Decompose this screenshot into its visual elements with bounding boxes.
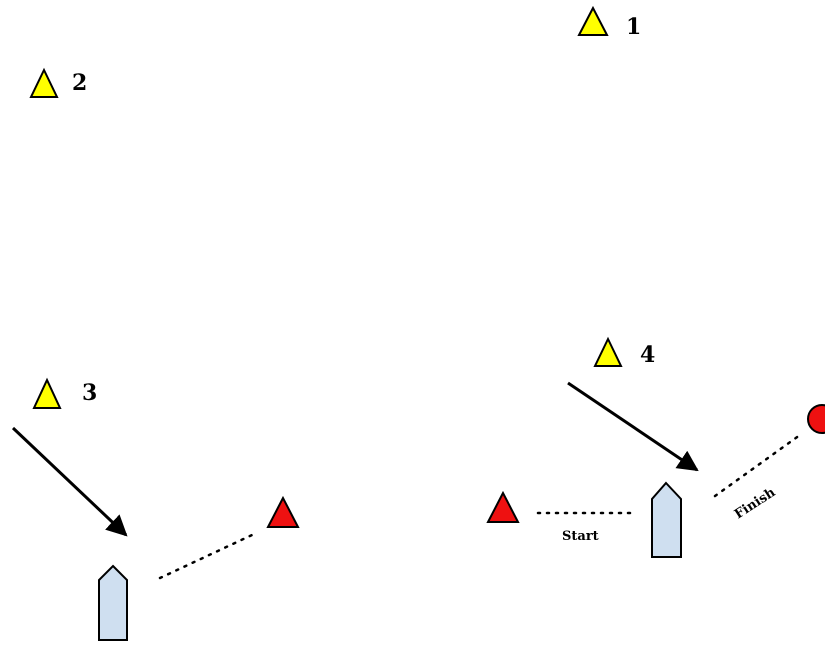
- course-mark-2-label: 2: [72, 70, 87, 96]
- yellow-triangle-icon: [29, 67, 59, 98]
- start-line-label: Start: [562, 529, 599, 544]
- course-mark-1: 1: [577, 5, 641, 40]
- course-mark-1-label: 1: [626, 14, 641, 40]
- yellow-triangle-icon: [593, 336, 623, 367]
- finish-line-label: Finish: [732, 485, 779, 523]
- red-triangle-icon: [266, 495, 300, 528]
- red-buoy-icon: [807, 404, 825, 434]
- boat-icon: [651, 481, 682, 558]
- line-dotted: [158, 533, 254, 580]
- course-mark-3-label: 3: [82, 380, 97, 406]
- course-mark-3: 3: [32, 377, 97, 409]
- course-mark-4: 4: [593, 336, 655, 368]
- course-mark-4-label: 4: [640, 342, 655, 368]
- wind-arrow-icon: [11, 426, 128, 537]
- course-mark-2: 2: [29, 67, 87, 98]
- yellow-triangle-icon: [577, 5, 609, 36]
- red-triangle-icon: [486, 490, 520, 523]
- finish-line-dotted: [713, 433, 802, 498]
- boat-icon: [98, 564, 128, 641]
- yellow-triangle-icon: [32, 377, 62, 409]
- wind-arrow-icon: [567, 381, 699, 472]
